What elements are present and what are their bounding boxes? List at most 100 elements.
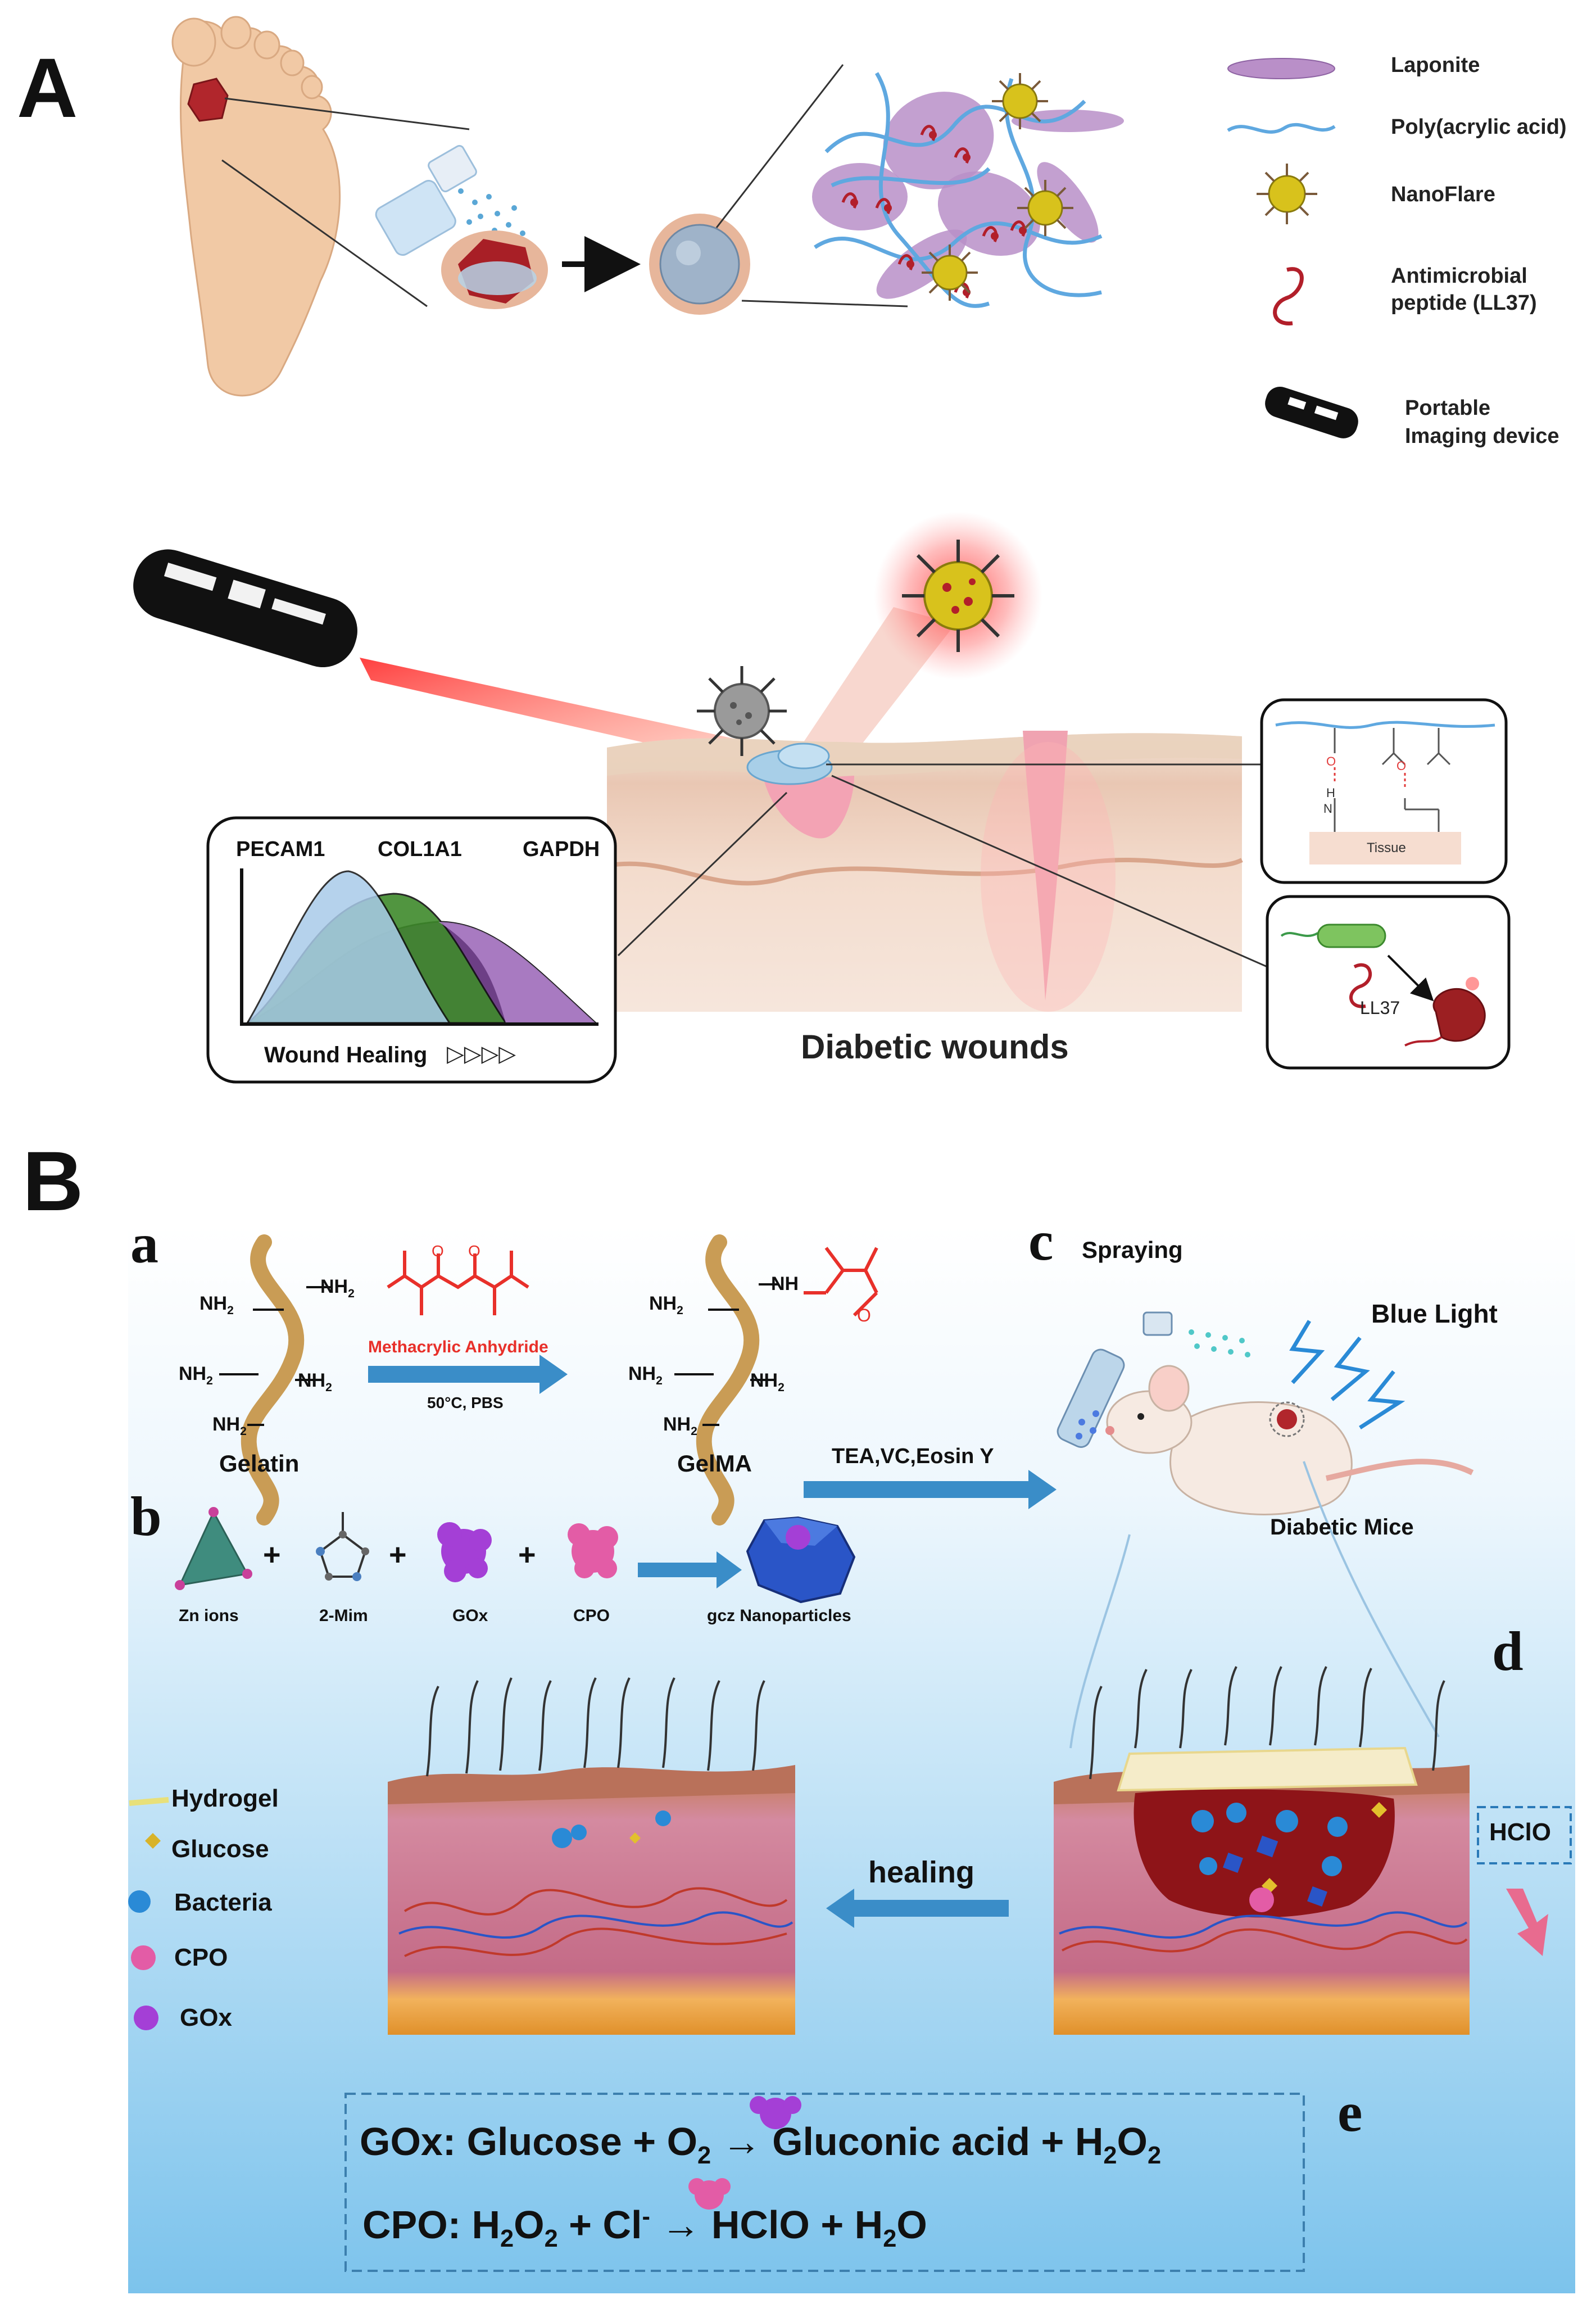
sub-panel-a-letter: a (130, 1212, 158, 1275)
bacteria-legend-icon (128, 1890, 151, 1913)
cpo-enzyme-icon (688, 2178, 731, 2210)
glucose-legend-icon (145, 1833, 161, 1849)
hydrogel-network (812, 72, 1124, 308)
dead-bacterium (1432, 988, 1486, 1042)
legend-amp-label-line1: Antimicrobial (1391, 264, 1527, 288)
nh2-label: NH2 (649, 1293, 683, 1317)
plus-sign: + (389, 1538, 407, 1572)
legend-device-label-line1: Portable (1405, 396, 1491, 420)
spray-bottle-b (1057, 1311, 1173, 1448)
wound-closeup (441, 230, 548, 309)
gene-label-col1a1: COL1A1 (378, 838, 462, 861)
spray-mist (1189, 1329, 1250, 1357)
gox-label: GOx (452, 1606, 488, 1625)
wound-healing-arrows: ▷▷▷▷ (447, 1042, 516, 1066)
healing-arrow (826, 1889, 1009, 1928)
cpo-legend-icon (131, 1945, 156, 1970)
gelma-label: GelMA (677, 1450, 752, 1477)
diabetic-mouse (1105, 1365, 1474, 1515)
zn-ions-icon (178, 1510, 249, 1586)
foot-wound (187, 78, 229, 122)
blue-curve (246, 870, 451, 1024)
equation-box (344, 2093, 1305, 2272)
skin-cross-section (606, 731, 1243, 1012)
mouse-wound (1277, 1409, 1297, 1429)
imaging-device (133, 549, 357, 667)
anhydride-o-2: O (468, 1242, 480, 1260)
anhydride-o-1: O (432, 1242, 444, 1260)
nh2-label: NH2 (320, 1276, 355, 1300)
gelma-strand (696, 1234, 760, 1526)
panel-b (128, 1225, 1575, 2293)
legend-amp-label-line2: peptide (LL37) (1391, 291, 1537, 315)
hclo-down-arrow (1506, 1889, 1548, 1956)
hydrogel-legend-icon (129, 1797, 169, 1806)
nh2-label: NH2 (628, 1363, 663, 1387)
cpo-label: CPO (573, 1606, 610, 1625)
purple-curve-right (438, 922, 596, 1023)
sub-panel-b-letter: b (130, 1485, 162, 1547)
reaction-condition-label: 50°C, PBS (427, 1394, 504, 1411)
blue-light-bolts (1289, 1320, 1405, 1429)
diabetic-wounds-label: Diabetic wounds (801, 1028, 1069, 1066)
blue-light-label: Blue Light (1371, 1299, 1498, 1328)
live-bacterium (1317, 924, 1386, 948)
gene-label-gapdh: GAPDH (523, 838, 600, 861)
nh2-label: NH2 (179, 1363, 213, 1387)
bond-diagram (1334, 728, 1451, 832)
methacrylic-anhydride-structure (387, 1251, 529, 1315)
gene-label-pecam1: PECAM1 (236, 838, 325, 861)
methacrylic-anhydride-label: Methacrylic Anhydride (368, 1338, 548, 1356)
sub-panel-e-letter: e (1337, 2081, 1363, 2143)
wound-healing-label: Wound Healing (264, 1043, 428, 1067)
reaction-arrow-c (804, 1470, 1057, 1509)
spraying-label: Spraying (1082, 1237, 1183, 1263)
nh-label: NH (771, 1273, 799, 1294)
carbonyl-o: O (857, 1305, 871, 1325)
reaction-arrow-a (368, 1355, 568, 1394)
healing-label: healing (868, 1855, 975, 1889)
hydrogel-layer (1117, 1746, 1418, 1792)
legend-glucose-label: Glucose (171, 1835, 269, 1863)
gelatin-strand (241, 1234, 305, 1526)
2-mim-label: 2-Mim (319, 1606, 368, 1625)
legend-paa-label: Poly(acrylic acid) (1391, 115, 1567, 139)
tissue-label: Tissue (1367, 840, 1406, 855)
grey-nanoflare (697, 666, 787, 756)
panel-a (133, 16, 1511, 1084)
nh2-label: NH2 (212, 1414, 247, 1438)
legend-device-label-line2: Imaging device (1405, 424, 1559, 448)
glowing-nanoflare (902, 540, 1014, 652)
methacryl-group (804, 1247, 878, 1317)
nh2-label: NH2 (663, 1414, 697, 1438)
legend-bacteria-label: Bacteria (174, 1889, 272, 1916)
tissue-band (1309, 832, 1461, 864)
ll37-label: LL37 (1360, 998, 1400, 1018)
gox-icon (437, 1522, 492, 1582)
gcz-nanoparticles-label: gcz Nanoparticles (707, 1606, 851, 1625)
treated-wound-skin-block (1054, 1666, 1470, 2035)
legend-gox-label: GOx (180, 2004, 232, 2031)
sub-panel-c-letter: c (1028, 1210, 1054, 1272)
hclo-label: HClO (1489, 1818, 1551, 1846)
ll37-peptide (1349, 963, 1372, 1008)
chem-n: N (1323, 802, 1332, 816)
tea-vc-eosin-label: TEA,VC,Eosin Y (832, 1445, 994, 1468)
imaging-device-legend-icon (1265, 387, 1358, 438)
gox-enzyme-icon (750, 2096, 801, 2129)
legend-laponite-label: Laponite (1391, 53, 1480, 77)
chem-h: H (1326, 786, 1335, 800)
foot-toes (171, 16, 323, 99)
legend-cpo-label: CPO (174, 1944, 228, 1971)
panel-b-letter: B (22, 1134, 84, 1228)
chem-o-1: O (1326, 754, 1336, 768)
panel-a-letter: A (17, 40, 78, 135)
wound-crack (1023, 731, 1068, 1001)
equation-gox: GOx: Glucose + O2 → Gluconic acid + H2O2 (360, 2120, 1162, 2169)
chem-o-2: O (1396, 759, 1407, 773)
laponite-legend-icon (1227, 58, 1335, 79)
nanoflare-legend-icon (1257, 164, 1317, 224)
nh2-label: NH2 (750, 1370, 785, 1394)
nh2-label: NH2 (200, 1293, 234, 1317)
spray-bottle-icon (375, 144, 477, 256)
